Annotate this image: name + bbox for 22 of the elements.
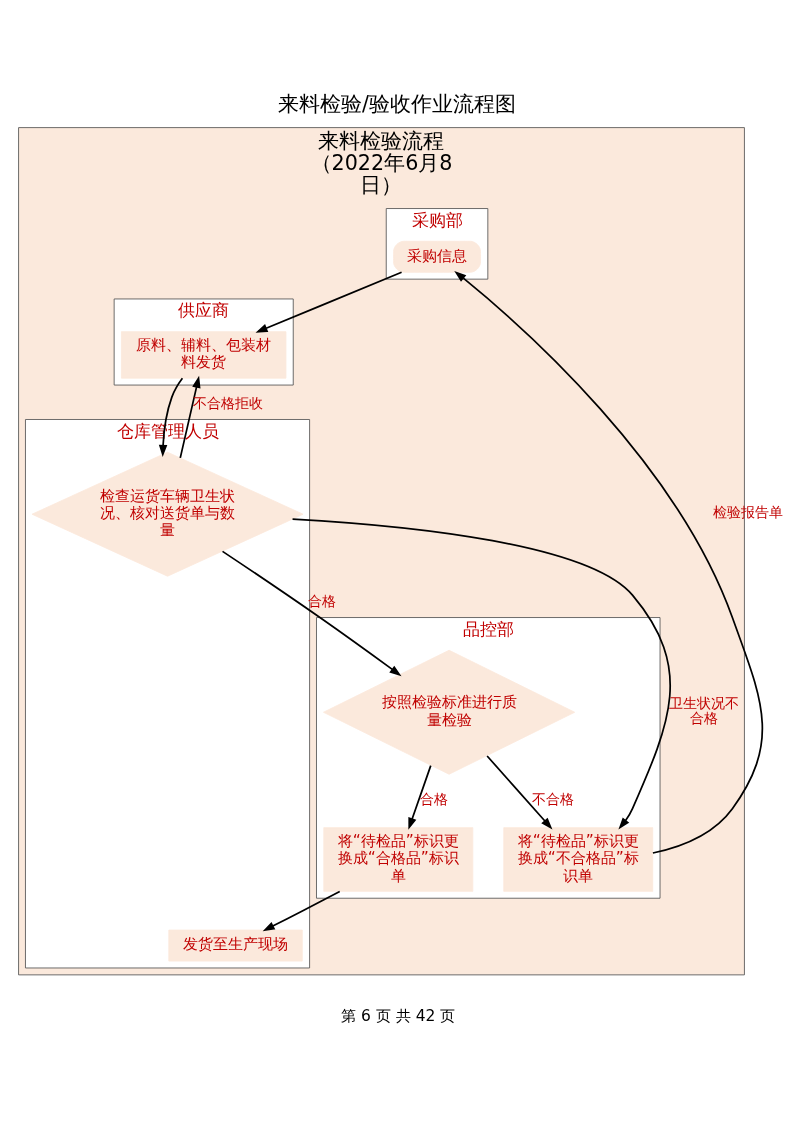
node-box: 将“待检品”标识更换成“不合格品”标识单 (503, 826, 654, 892)
arrow (408, 764, 432, 830)
node-diamond: 检查运货车辆卫生状况、核对送货单与数量 (31, 451, 304, 577)
diagram-title: 来料检验/验收作业流程图 (278, 91, 516, 116)
node-box: 发货至生产现场 (168, 929, 303, 961)
arrow (291, 517, 671, 829)
arrow (486, 754, 553, 830)
label: 第 6 页 共 42 页 (341, 1006, 456, 1025)
arrow (221, 550, 402, 676)
arrow (262, 890, 341, 931)
node-box: 原料、辅料、包装材料发货 (121, 330, 287, 379)
edge-label: 不合格 (532, 790, 575, 807)
node-diamond: 按照检验标准进行质量检验 (323, 649, 576, 775)
edge-label: 检验报告单 (713, 503, 784, 520)
edge-label: 合格 (419, 790, 448, 807)
edge-label: 卫生状况不合格 (668, 694, 739, 726)
arrow (454, 270, 764, 854)
node-box: 采购信息 (393, 240, 481, 273)
arrow (179, 375, 201, 459)
node-box: 将“待检品”标识更换成“合格品”标识单 (323, 826, 474, 892)
arrow (255, 270, 403, 333)
edge-label: 不合格拒收 (193, 394, 264, 411)
